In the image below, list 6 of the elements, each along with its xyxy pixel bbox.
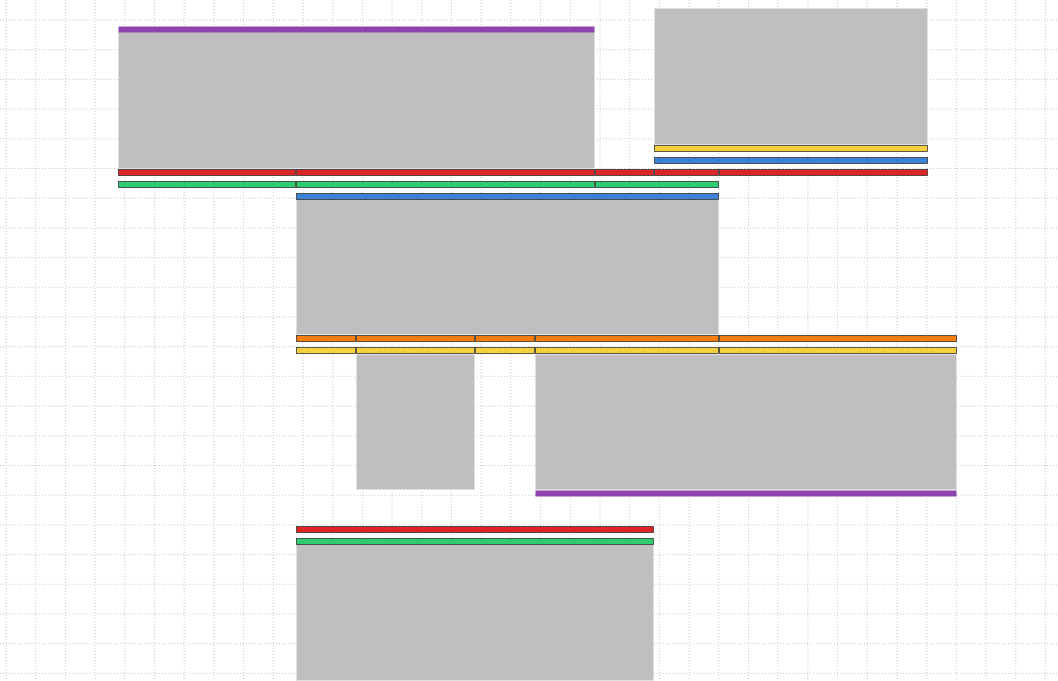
block bbox=[296, 199, 719, 335]
block bbox=[356, 354, 475, 490]
block bbox=[118, 30, 595, 169]
block bbox=[535, 354, 957, 490]
block bbox=[296, 544, 654, 681]
block bbox=[654, 8, 928, 145]
